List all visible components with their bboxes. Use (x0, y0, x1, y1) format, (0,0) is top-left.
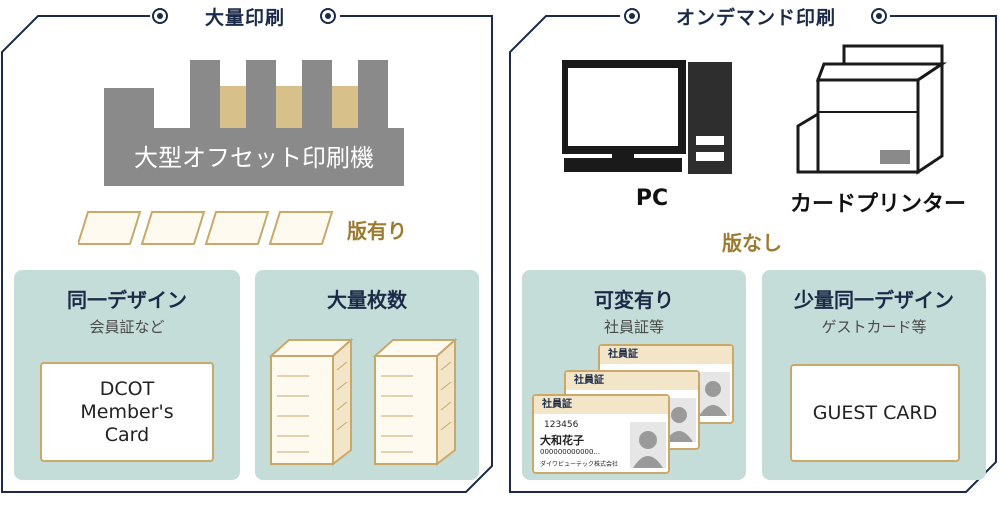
section-title-mass-printing: 大量印刷 (204, 6, 285, 29)
card-printer-icon (796, 44, 947, 175)
id-card-header: 社員証 (600, 346, 732, 364)
id-card-front: 社員証 123456 大和花子 000000000000... ダイワビューテッ… (532, 394, 670, 474)
id-card-code: 000000000000... (540, 448, 601, 456)
panel-title: 可変有り (594, 288, 674, 312)
panel-title: 大量枚数 (327, 288, 407, 312)
guest-card: GUEST CARD (790, 364, 960, 462)
panel-small-quantity-same-design: 少量同一デザイン ゲストカード等 GUEST CARD (762, 270, 986, 480)
pc-icon (562, 60, 732, 174)
panel-subtitle: 社員証等 (603, 318, 664, 336)
plate-label-with: 版有り (347, 219, 407, 243)
section-title-on-demand: オンデマンド印刷 (675, 6, 836, 29)
portrait-icon (630, 422, 666, 468)
title-marker-icons (152, 8, 887, 24)
panel-large-quantity: 大量枚数 (255, 270, 479, 480)
member-card-text: DCOT Member's Card (80, 378, 174, 446)
guest-card-text: GUEST CARD (812, 402, 938, 424)
member-card: DCOT Member's Card (40, 362, 214, 462)
panel-subtitle: ゲストカード等 (821, 318, 927, 336)
device-label-pc: PC (635, 186, 669, 211)
id-card-header: 社員証 (566, 372, 698, 390)
panel-variable: 可変有り 社員証等 社員証 社員証 社員証 123456 大和花子 000000… (522, 270, 746, 480)
id-card-number: 123456 (544, 420, 579, 430)
panel-same-design: 同一デザイン 会員証など DCOT Member's Card (14, 270, 240, 480)
offset-press-label: 大型オフセット印刷機 (134, 144, 374, 172)
panel-title: 少量同一デザイン (794, 288, 954, 312)
id-card-name: 大和花子 (540, 434, 584, 447)
printing-plates-icon (78, 211, 334, 245)
id-card-header: 社員証 (534, 396, 668, 414)
paper-stacks-icon (269, 337, 458, 467)
panel-title: 同一デザイン (67, 288, 187, 312)
panel-subtitle: 会員証など (89, 318, 165, 336)
portrait-icon (696, 372, 730, 416)
plate-label-without: 版なし (722, 231, 782, 255)
device-label-card-printer: カードプリンター (789, 192, 966, 217)
offset-press-icon (104, 60, 404, 186)
id-card-company: ダイワビューテック株式会社 (540, 461, 619, 468)
